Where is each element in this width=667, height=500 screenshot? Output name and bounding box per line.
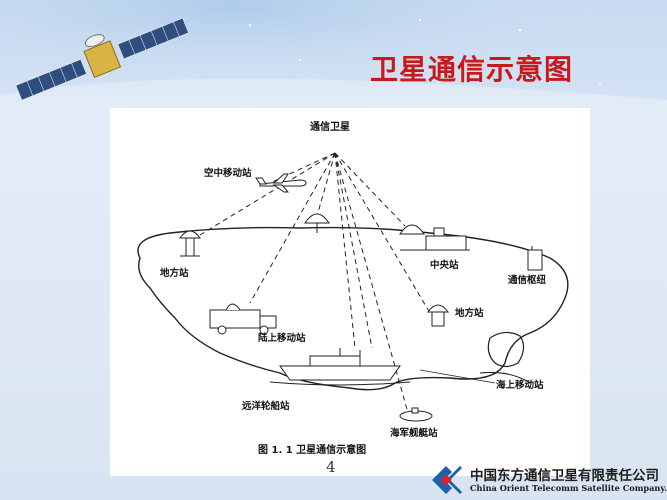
label-local-station-left: 地方站 bbox=[160, 267, 189, 279]
label-sea-mobile: 海上移动站 bbox=[496, 379, 544, 391]
earth-outline bbox=[137, 226, 569, 391]
label-navy-ship: 海军舰艇站 bbox=[390, 427, 438, 439]
coastline bbox=[479, 372, 531, 384]
island bbox=[487, 331, 525, 368]
label-central-station: 中央站 bbox=[430, 259, 459, 271]
page-number: 4 bbox=[326, 458, 336, 476]
airplane-icon bbox=[255, 173, 307, 193]
label-ocean-ship: 远洋轮船站 bbox=[242, 400, 290, 412]
label-land-mobile: 陆上移动站 bbox=[258, 332, 306, 344]
footer-branding: 中国东方通信卫星有限责任公司 China Orient Telecomm Sat… bbox=[428, 462, 667, 500]
central-station-icon bbox=[399, 224, 470, 251]
label-satellite: 通信卫星 bbox=[310, 120, 350, 133]
company-name-en: China Orient Telecomm Satellite Company.… bbox=[470, 483, 667, 493]
label-local-station-right: 地方站 bbox=[455, 307, 484, 319]
signal-beams bbox=[194, 152, 431, 421]
ocean-ship-icon bbox=[269, 348, 411, 386]
satellite-communication-diagram: 通信卫星 空中移动站 bbox=[110, 108, 590, 476]
company-logo-icon bbox=[432, 466, 462, 494]
local-station-right-icon bbox=[427, 304, 449, 327]
dish-antenna-icon bbox=[304, 213, 330, 233]
hub-building-icon bbox=[527, 246, 543, 271]
local-station-left-icon bbox=[179, 230, 201, 257]
slide-title: 卫星通信示意图 bbox=[370, 53, 574, 86]
navy-ship-icon bbox=[399, 407, 433, 422]
sea-mobile-leader bbox=[419, 369, 496, 384]
company-name-cn: 中国东方通信卫星有限责任公司 bbox=[470, 468, 659, 484]
land-mobile-truck-icon bbox=[209, 303, 277, 335]
diagram-caption: 图 1. 1 卫星通信示意图 bbox=[258, 443, 366, 456]
label-air-mobile: 空中移动站 bbox=[204, 167, 252, 179]
satellite-illustration bbox=[15, 17, 190, 101]
label-hub: 通信枢纽 bbox=[508, 274, 547, 286]
